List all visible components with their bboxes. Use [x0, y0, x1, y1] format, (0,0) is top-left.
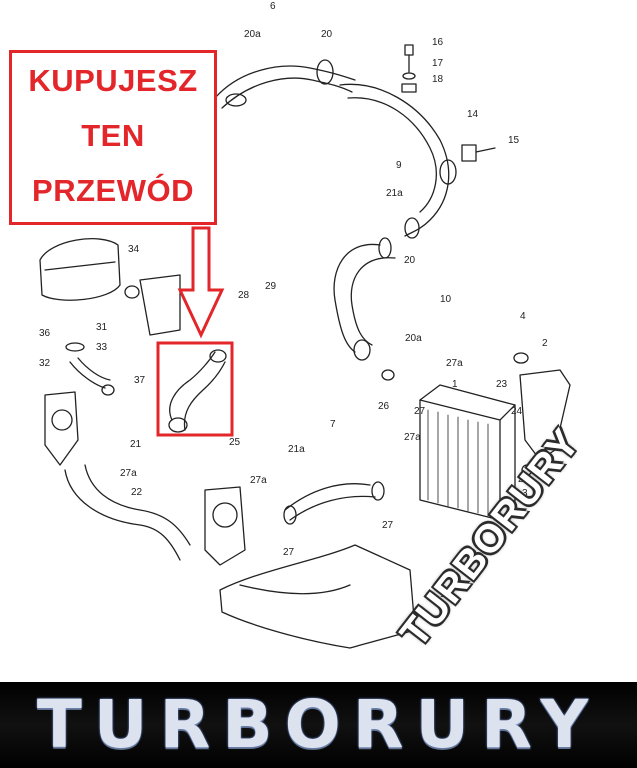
hose-10 [333, 243, 381, 353]
part-label-0: 1 [452, 379, 458, 390]
part-label-28: 27 [283, 547, 295, 558]
part-label-20: 21a [386, 188, 403, 199]
selection-box [156, 341, 234, 437]
part-label-31: 27a [446, 358, 463, 369]
part-label-13: 18 [432, 74, 444, 85]
part-label-14: 20 [321, 29, 333, 40]
pipe-9 [339, 83, 450, 237]
part-label-2: 2 [542, 338, 548, 349]
hose-7 [284, 483, 371, 511]
part-label-24: 25 [229, 437, 241, 448]
part-label-25: 26 [378, 401, 390, 412]
part-label-1: 1a [440, 589, 452, 600]
part-label-15: 20 [404, 255, 416, 266]
part-label-34: 28 [238, 290, 250, 301]
callout-line-2: TEN [81, 118, 145, 153]
part-label-32: 27a [120, 468, 137, 479]
pipe-23 [64, 469, 181, 561]
banner-text: TURBORURY [36, 686, 601, 763]
housing-34 [39, 238, 121, 301]
callout-line-1: KUPUJESZ [28, 63, 198, 98]
part-label-4: 4 [520, 311, 526, 322]
hose-26 [169, 351, 216, 421]
part-label-16: 20a [405, 333, 422, 344]
part-label-5: 6 [270, 1, 276, 12]
part-label-18: 21 [130, 439, 142, 450]
callout-box: KUPUJESZ TEN PRZEWÓD [9, 50, 217, 225]
part-label-26: 27 [518, 474, 530, 485]
part-label-3: 3 [522, 488, 528, 499]
part-label-10: 15 [508, 135, 520, 146]
hose-upper [214, 65, 356, 99]
part-label-22: 23 [496, 379, 508, 390]
part-label-19: 21a [288, 444, 305, 455]
pipe-9-inner [347, 97, 437, 213]
part-label-17: 20a [244, 29, 261, 40]
part-label-35: 29 [265, 281, 277, 292]
part-label-30: 27a [404, 432, 421, 443]
part-label-9: 14 [467, 109, 479, 120]
callout-arrow [177, 226, 225, 339]
part-label-11: 16 [432, 37, 444, 48]
part-label-37: 32 [39, 358, 51, 369]
bracket-2 [519, 369, 571, 461]
part-label-8: 10 [440, 294, 452, 305]
part-label-27: 27 [382, 520, 394, 531]
callout-line-3: PRZEWÓD [32, 173, 194, 208]
part-label-29: 27 [414, 406, 426, 417]
part-label-41: 37 [134, 375, 146, 386]
part-label-23: 24 [511, 406, 523, 417]
clamp-20 [316, 59, 334, 85]
part-label-38: 33 [96, 342, 108, 353]
clamp-21-left [225, 93, 247, 107]
hose-upper-inner [221, 77, 353, 109]
duct-1a [219, 544, 416, 649]
part-label-40: 36 [39, 328, 51, 339]
part-label-39: 34 [128, 244, 140, 255]
part-label-36: 31 [96, 322, 108, 333]
part-label-6: 7 [330, 419, 336, 430]
part-label-33: 27a [250, 475, 267, 486]
part-label-12: 17 [432, 58, 444, 69]
part-label-21: 22 [131, 487, 143, 498]
part-label-7: 9 [396, 160, 402, 171]
brand-banner: TURBORURY [0, 682, 637, 768]
